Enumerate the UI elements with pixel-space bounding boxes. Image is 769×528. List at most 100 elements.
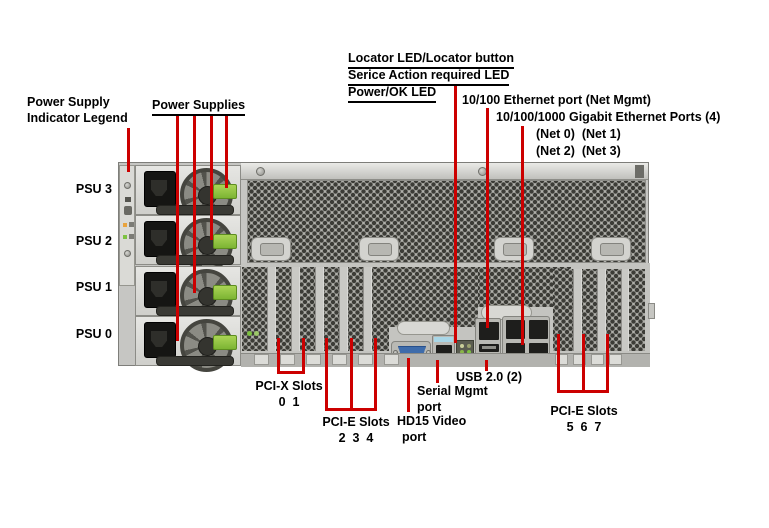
slot-divider [363, 267, 372, 351]
bottom-tab [573, 354, 586, 365]
lip-end-cap [635, 165, 644, 178]
fan-door-latch [494, 237, 534, 261]
usb-tongue [482, 346, 496, 349]
psu-latch-green [213, 234, 237, 249]
screw-icon [124, 250, 131, 257]
label-text: Power/OK LED [348, 85, 437, 103]
grille-led-green [254, 331, 259, 336]
usb-port-icon [479, 344, 499, 352]
fan-door-latch [591, 237, 631, 261]
bottom-tab [384, 354, 399, 365]
label-serial-mgmt: Serial Mgmt [417, 384, 488, 398]
callout-line-psu2 [210, 115, 213, 240]
label-line: PCI-E Slots [322, 415, 390, 429]
slot-divider [267, 267, 276, 351]
label-line: 0 1 [278, 395, 300, 409]
callout-bracket-pcie567-leg6 [582, 334, 585, 393]
label-text: Locator LED/Locator button [348, 51, 514, 69]
slot-divider [315, 267, 324, 351]
label-net-mgmt-port: 10/100 Ethernet port (Net Mgmt) [462, 93, 651, 107]
chassis-rear-panel [118, 162, 650, 372]
fan-door-latch [251, 237, 291, 261]
power-ok-led-icon [460, 350, 464, 354]
slot-divider [339, 267, 348, 351]
io-panel [241, 263, 650, 367]
chassis-top-lip [241, 163, 648, 180]
bottom-tab [306, 354, 321, 365]
label-service-action-led: Serice Action required LED [348, 68, 510, 86]
power-inlet-icon [144, 171, 176, 207]
psu-module-1 [135, 266, 241, 322]
locator-led-icon [460, 344, 464, 348]
psu-indicator-legend-strip [119, 165, 135, 286]
slot-divider [573, 269, 582, 351]
grille-led-green [247, 331, 252, 336]
label-hd15-video-port: port [402, 430, 427, 444]
psu-latch-green [213, 335, 237, 350]
callout-bracket-pcie567-bar [557, 390, 609, 393]
callout-line-psu3 [225, 115, 228, 188]
label-line: 2 3 4 [338, 431, 374, 445]
label-usb: USB 2.0 (2) [456, 370, 522, 384]
label-psu3: PSU 3 [75, 182, 112, 196]
callout-bracket-pcie234-leg4 [374, 338, 377, 411]
callout-bracket-pcix-leg0 [277, 338, 280, 374]
callout-bracket-pcie567-leg7 [606, 334, 609, 393]
bottom-edge-strip [241, 353, 650, 367]
slot-divider [291, 267, 300, 351]
legend-fan-glyph [124, 206, 132, 215]
label-psu1: PSU 1 [75, 280, 112, 294]
psu-handle [156, 356, 234, 366]
callout-line-psu-indicator-legend [127, 128, 130, 172]
callout-bracket-pcie567-leg5 [557, 334, 560, 393]
bottom-tab [254, 354, 269, 365]
legend-psu-glyph [125, 197, 131, 202]
bottom-tab [280, 354, 295, 365]
label-gigabit-net01: (Net 0) (Net 1) [536, 127, 621, 141]
legend-amber-glyph [129, 222, 134, 227]
callout-line-psu0 [176, 115, 179, 341]
power-inlet-icon [144, 221, 176, 257]
label-power-supplies: Power Supplies [152, 98, 246, 116]
power-inlet-icon [144, 322, 176, 358]
power-inlet-icon [144, 272, 176, 308]
callout-line-psu1 [193, 115, 196, 293]
label-hd15-video: HD15 Video [397, 414, 467, 428]
label-pcix-slots: PCI-X Slots 0 1 [247, 378, 331, 410]
callout-bracket-pcix-leg1 [302, 338, 305, 374]
bottom-tab [609, 354, 622, 365]
bottom-tab [358, 354, 373, 365]
label-psu2: PSU 2 [75, 234, 112, 248]
net-mgmt-ethernet-port [479, 322, 499, 340]
io-grille-mid [389, 267, 478, 327]
fan-door-latch [359, 237, 399, 261]
bottom-tab [591, 354, 604, 365]
gigabit-port-net1 [529, 320, 548, 339]
side-tab [648, 303, 655, 319]
label-line: 5 6 7 [566, 420, 602, 434]
label-serial-mgmt-port: port [417, 400, 442, 414]
label-gigabit-ports: 10/100/1000 Gigabit Ethernet Ports (4) [496, 110, 721, 124]
label-text: Power Supplies [152, 98, 246, 116]
callout-bracket-pcie234-bar [325, 408, 377, 411]
slot-divider [597, 269, 606, 351]
callout-line-usb [485, 360, 488, 371]
label-psu0: PSU 0 [75, 327, 112, 341]
psu-module-0 [135, 316, 241, 372]
label-line: Indicator Legend [27, 110, 128, 125]
bottom-tab [332, 354, 347, 365]
legend-green-glyph [129, 234, 134, 239]
psu-handle [156, 306, 234, 316]
fan-door-grille [247, 180, 646, 263]
label-pcie-slots-567: PCI-E Slots 5 6 7 [542, 403, 626, 435]
label-psu-indicator-legend: Power Supply Indicator Legend [27, 95, 128, 126]
bottom-tab [555, 354, 568, 365]
label-line: PCI-E Slots [550, 404, 618, 418]
label-line: PCI-X Slots [255, 379, 323, 393]
psu-latch-green [213, 285, 237, 300]
callout-bracket-pcix-bar [277, 371, 305, 374]
service-led-icon [467, 344, 471, 348]
label-locator-led: Locator LED/Locator button [348, 51, 514, 69]
legend-green-led-icon [123, 235, 127, 239]
led-icon [467, 350, 471, 354]
